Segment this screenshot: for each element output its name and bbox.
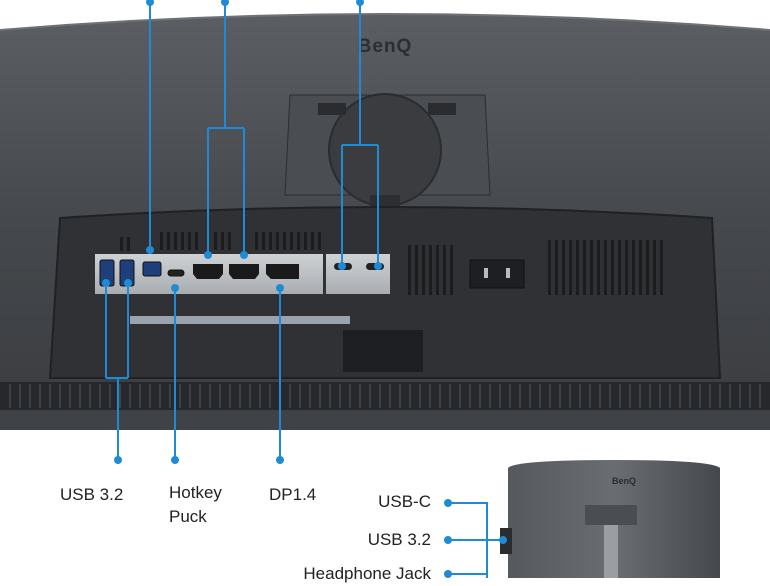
power-pin: [484, 268, 488, 278]
callout-usbc-side: USB-C: [378, 492, 431, 511]
hdmi-icon: [229, 264, 259, 279]
usb-b-icon: [142, 261, 162, 277]
hdmi-icon: [193, 264, 223, 279]
usb-c-icon: [167, 269, 185, 277]
callout-usb32-side: USB 3.2: [367, 530, 431, 549]
callout-hotkey-puck: Hotkey Puck: [169, 483, 222, 526]
bottom-vent-lines: [9, 384, 761, 408]
vent-grid-right: [408, 240, 663, 295]
power-pin: [506, 268, 510, 278]
displayport-icon: [266, 264, 299, 279]
callout-headphone-jack: Headphone Jack: [303, 564, 431, 583]
side-stand-mount: [585, 505, 637, 525]
brand-logo: BenQ: [358, 36, 413, 57]
bottom-hook: [343, 330, 423, 372]
callout-usb32-left: USB 3.2: [60, 485, 124, 504]
mount-hole: [318, 103, 346, 115]
power-socket-icon: [469, 259, 525, 289]
mount-hole: [428, 103, 456, 115]
side-brand-logo: BenQ: [612, 476, 636, 486]
stand-neck: [370, 195, 400, 207]
side-stand: [604, 515, 618, 578]
callout-dp14: DP1.4: [269, 485, 317, 504]
callout-dots: [102, 0, 507, 578]
bottom-vents: [0, 382, 770, 410]
bottom-lip: [0, 410, 770, 430]
port-plate-side: [326, 254, 390, 294]
monitor-top-edge: [0, 13, 770, 31]
vent-slots: [120, 232, 321, 251]
label-strip: [130, 316, 350, 324]
callout-lines: [105, 0, 503, 578]
